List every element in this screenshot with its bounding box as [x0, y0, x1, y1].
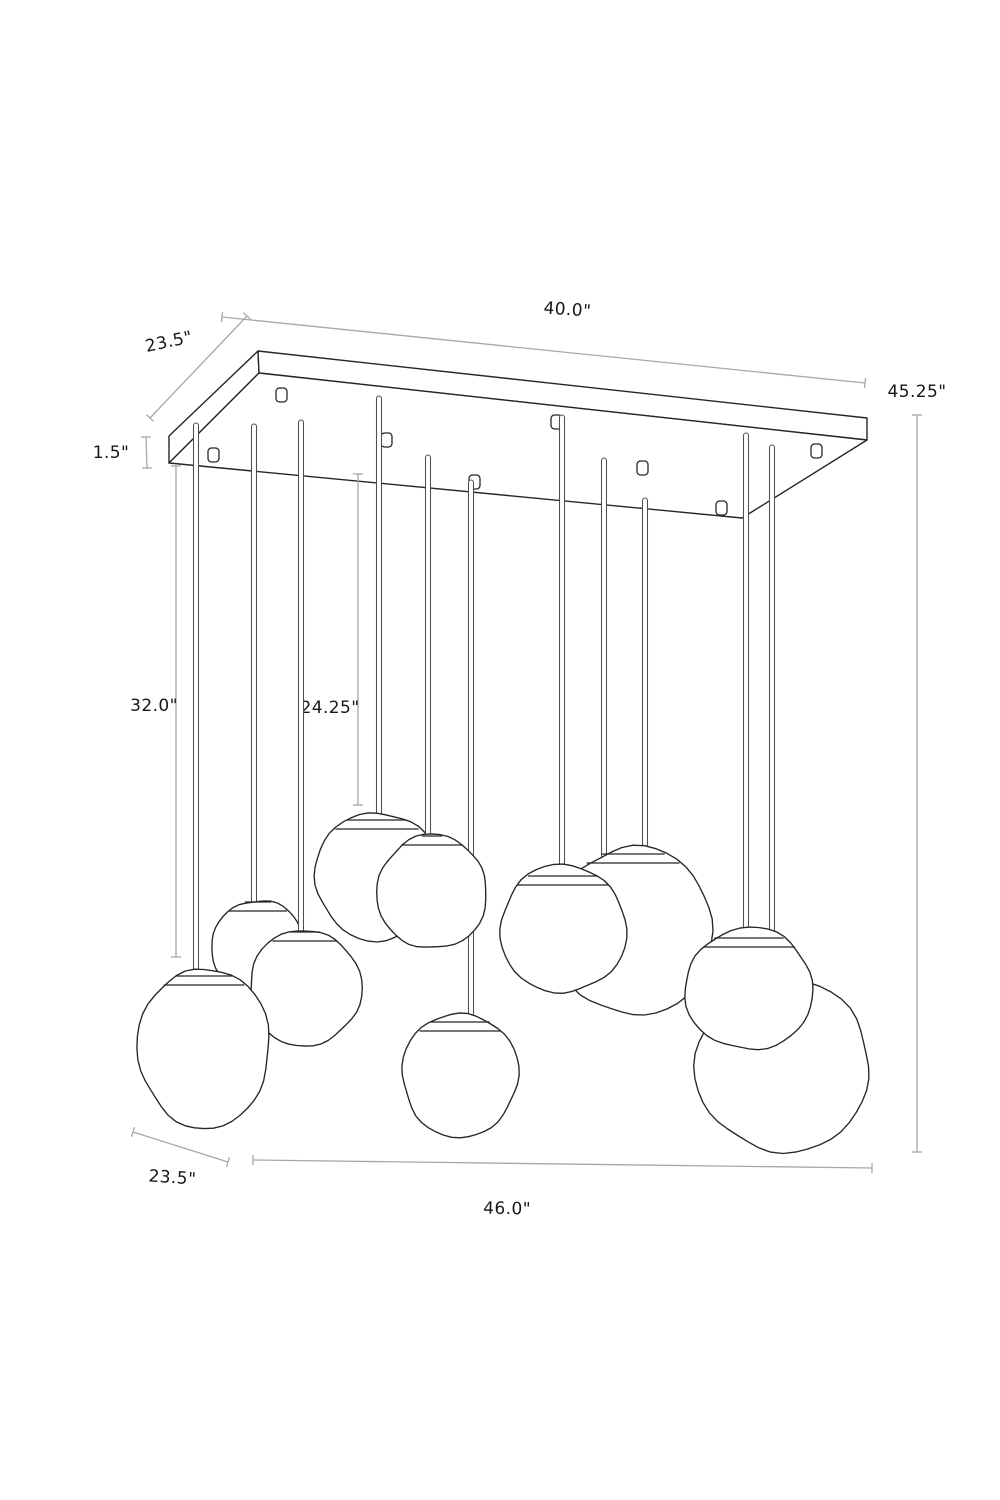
pendant-f-globe [401, 1012, 520, 1139]
dimension-tick [220, 311, 224, 323]
mounting-hole [275, 387, 288, 403]
dimension-tick [130, 1127, 136, 1137]
dimension-line-spread-width [252, 1159, 873, 1169]
dimension-label-spread-width: 46.0" [483, 1199, 531, 1220]
pendant-c-rod [375, 395, 383, 824]
canopy-underside [168, 372, 868, 519]
dimension-line-spread-depth [132, 1131, 229, 1163]
dimension-line-canopy-thickness [145, 436, 148, 469]
dimension-line-canopy-width [221, 316, 866, 384]
pendant-a-globe [136, 968, 270, 1130]
pendant-g-globe [499, 863, 628, 994]
dimension-label-overall-height: 45.25" [888, 382, 947, 402]
dimension-label-rod-length-short: 24.25" [301, 698, 360, 718]
pendant-h-rod [641, 497, 649, 859]
mounting-hole [810, 443, 823, 459]
mounting-hole [636, 460, 649, 476]
pendant-g-rod [558, 414, 566, 880]
mounting-hole [715, 500, 728, 516]
pendant-e-rod [424, 454, 432, 840]
mounting-hole [380, 432, 393, 448]
dimension-label-rod-length-long: 32.0" [130, 696, 178, 716]
pendant-e-globe [376, 833, 487, 948]
pendant-f-rod-rod [467, 479, 475, 1025]
dimension-label-spread-depth: 23.5" [148, 1166, 197, 1189]
dimension-tick [242, 312, 252, 320]
dimension-tick [225, 1157, 231, 1167]
dimension-tick [863, 377, 867, 389]
pendant-i-rod [768, 444, 776, 945]
mounting-hole [207, 447, 220, 463]
dimension-label-canopy-thickness: 1.5" [93, 443, 129, 463]
dimension-tick [145, 414, 155, 422]
pendant-b-rod [250, 423, 258, 906]
pendant-i-rod [742, 432, 750, 945]
pendant-d-globe [250, 930, 363, 1047]
pendant-a-rod [192, 422, 200, 980]
dimension-label-canopy-width: 40.0" [543, 298, 592, 321]
pendant-h-rod [600, 457, 608, 859]
dimension-label-canopy-depth: 23.5" [144, 327, 195, 356]
dimension-line-canopy-depth [149, 315, 248, 419]
pendant-i-globe [684, 926, 814, 1051]
pendant-d-rod [297, 419, 305, 936]
